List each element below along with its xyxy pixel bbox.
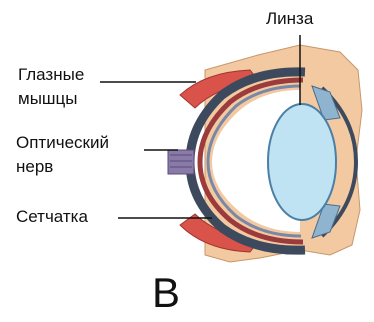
optic-nerve-label-2: нерв [16,156,53,178]
optic-nerve [168,150,194,174]
lens-label: Линза [266,8,313,30]
eye-muscles-label-1: Глазные [18,64,84,86]
optic-nerve-label-1: Оптический [16,132,109,154]
eye-muscles-label-2: мышцы [18,88,78,110]
retina-label: Сетчатка [16,206,88,228]
lens-shape [268,104,336,220]
panel-letter: B [152,270,180,316]
